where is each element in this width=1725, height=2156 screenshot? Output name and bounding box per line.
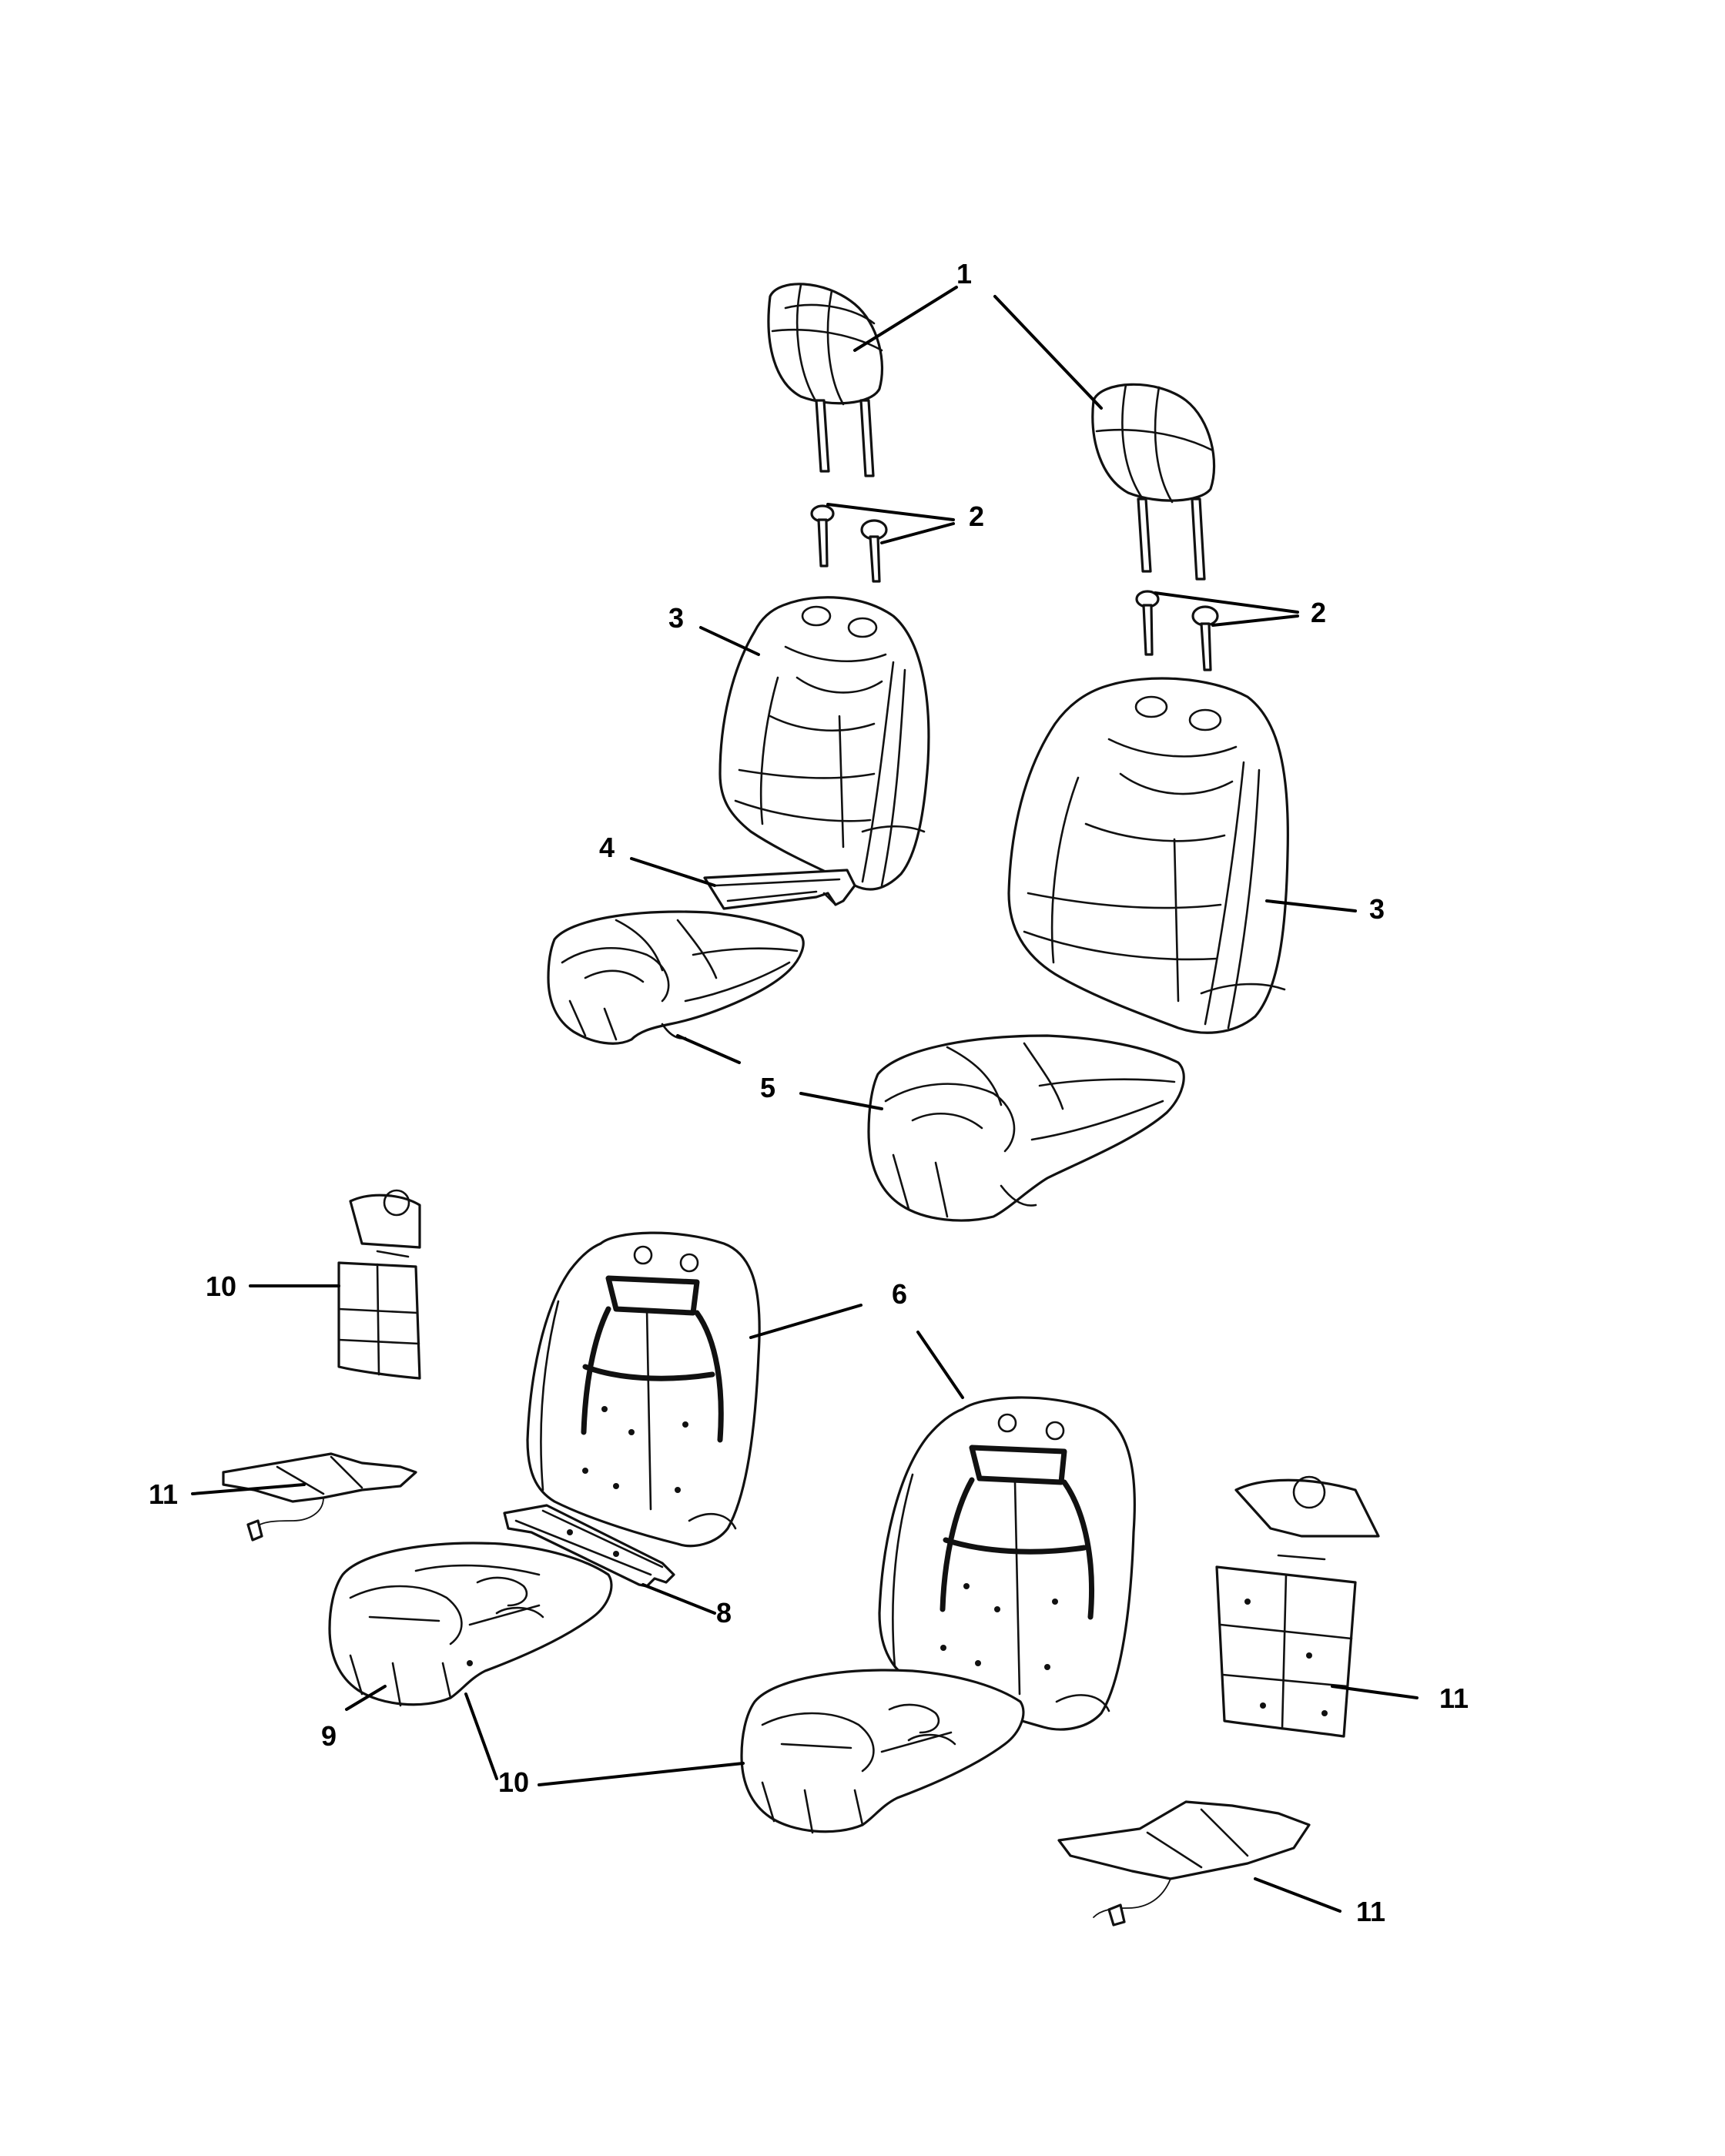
- cushion-bracket: [503, 1504, 675, 1588]
- callout-2-left: 2: [969, 500, 984, 532]
- callout-11-right: 11: [1356, 1896, 1385, 1927]
- callout-10-left: 10: [206, 1270, 236, 1302]
- back-panel-left: [337, 1189, 421, 1380]
- callout-4: 4: [599, 832, 615, 863]
- seat-cushion-cover-right: [867, 1034, 1185, 1222]
- callout-10-right: 11: [1439, 1682, 1469, 1714]
- headrest-guides-right: [1135, 590, 1219, 671]
- callout-labels: 1 2 2 3 3 4 5 6 7 8 9 10 10 11 11 11: [149, 258, 1469, 1927]
- callout-2-right: 2: [1311, 597, 1326, 628]
- callout-11-left: 11: [149, 1478, 178, 1510]
- heater-mat-right: [1057, 1800, 1311, 1927]
- heater-pad-left: [414, 1564, 544, 1666]
- seatback-pad-left: [526, 1231, 761, 1548]
- seat-trim-panel: [703, 869, 856, 910]
- seatback-cover-left: [718, 596, 930, 891]
- seatback-cover-right: [1007, 677, 1289, 1034]
- cushion-pad-right: [740, 1669, 1025, 1834]
- heater-mat-left: [222, 1452, 417, 1542]
- seatback-pad-right: [878, 1396, 1136, 1731]
- headrest-guides-left: [810, 504, 888, 583]
- callout-9: 10: [498, 1766, 529, 1798]
- seat-cushion-cover-left: [547, 910, 805, 1045]
- back-panel-right: [1215, 1475, 1380, 1738]
- callout-8: 9: [321, 1720, 337, 1752]
- leader-lines: [191, 286, 1419, 1913]
- headrest-left: [767, 283, 884, 477]
- callout-5: 5: [760, 1072, 775, 1103]
- callout-1: 1: [956, 258, 972, 290]
- callout-3-left: 3: [668, 602, 684, 634]
- callout-3-right: 3: [1369, 893, 1385, 925]
- headrest-right: [1091, 383, 1216, 581]
- callout-6-left: 6: [892, 1278, 907, 1310]
- callout-7: 8: [716, 1597, 732, 1629]
